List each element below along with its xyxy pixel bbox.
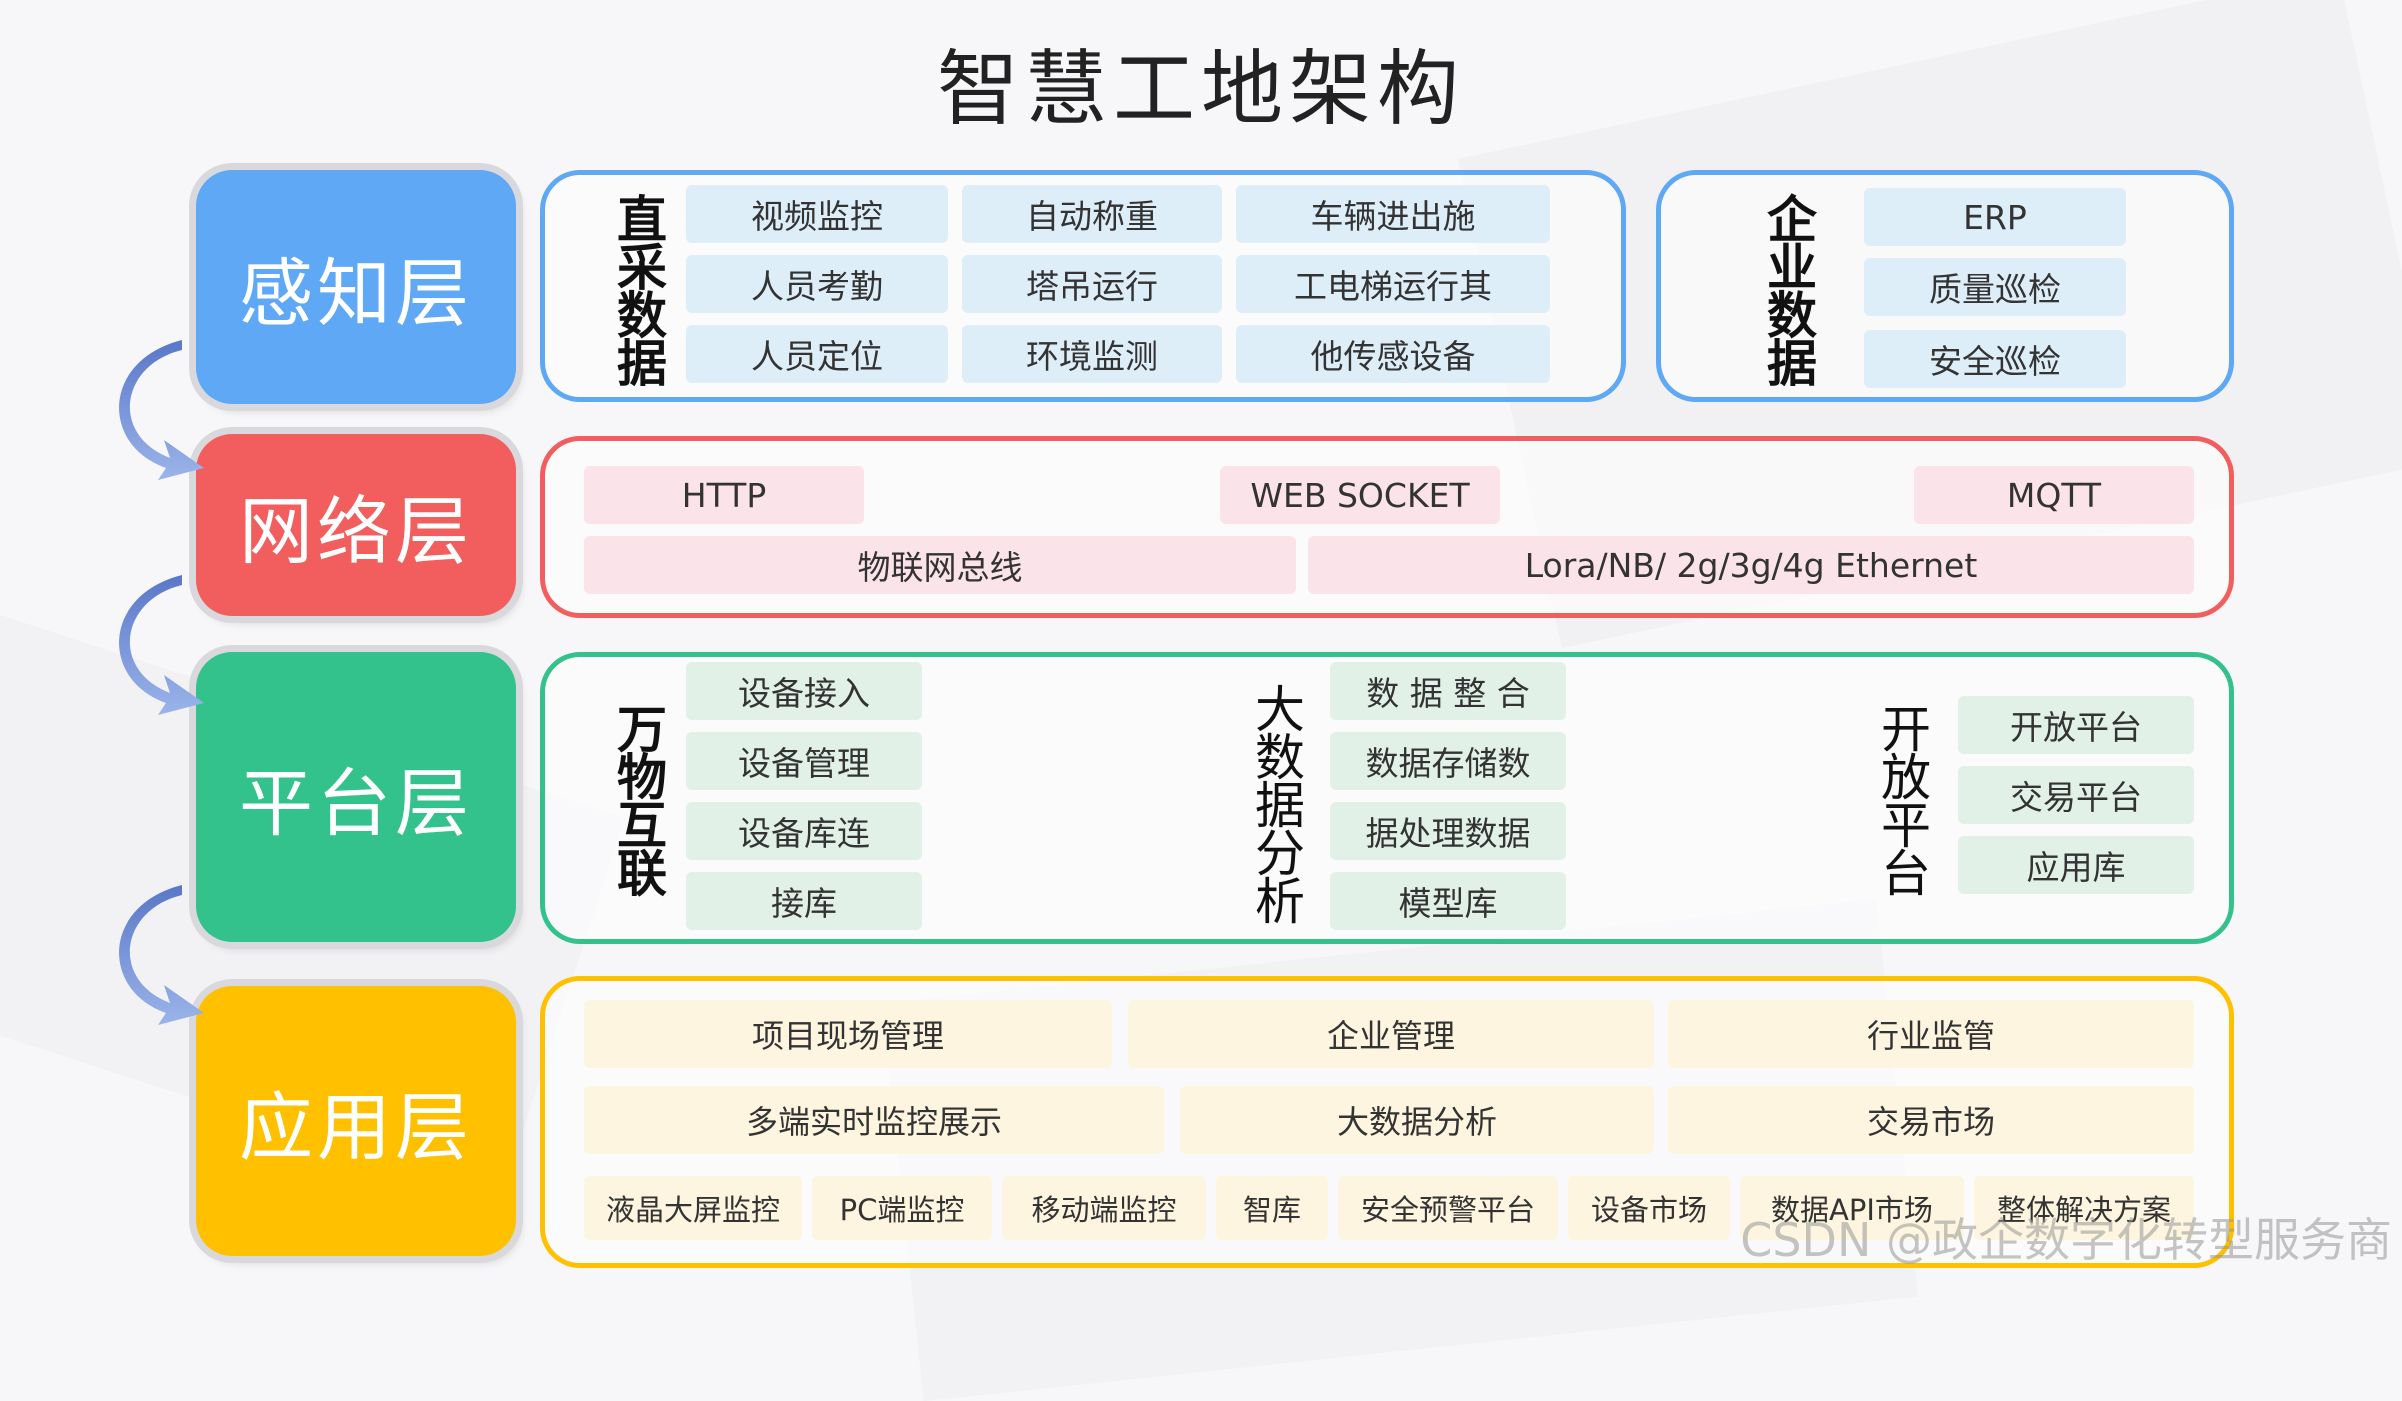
bigdata-item: 据处理数据 (1330, 802, 1566, 860)
perception-layer-badge: 感知层 (196, 170, 516, 404)
iot-item: 设备库连 (686, 802, 922, 860)
app-item: 大数据分析 (1180, 1086, 1654, 1154)
open-platform-label: 开放平台 (1881, 701, 1931, 903)
open-item: 交易平台 (1958, 766, 2194, 824)
curved-arrow-icon (119, 340, 204, 480)
direct-item: 视频监控 (686, 185, 948, 243)
bigdata-item: 模型库 (1330, 872, 1566, 930)
curved-arrow-icon (119, 885, 204, 1025)
app-item: PC端监控 (812, 1176, 992, 1240)
direct-item: 人员考勤 (686, 255, 948, 313)
app-item: 行业监管 (1668, 1000, 2194, 1068)
bigdata-item: 数 据 整 合 (1330, 662, 1566, 720)
app-item: 液晶大屏监控 (584, 1176, 802, 1240)
direct-data-label: 直采数据 (617, 190, 667, 393)
iot-label: 万物互联 (617, 700, 667, 903)
app-item: 多端实时监控展示 (584, 1086, 1164, 1154)
enterprise-item: ERP (1864, 188, 2126, 246)
app-item: 智库 (1216, 1176, 1328, 1240)
watermark: CSDN @政企数字化转型服务商 (1740, 1213, 2392, 1267)
direct-item: 人员定位 (686, 325, 948, 383)
direct-item: 他传感设备 (1236, 325, 1550, 383)
direct-item: 工电梯运行其 (1236, 255, 1550, 313)
direct-item: 塔吊运行 (962, 255, 1222, 313)
app-item: 移动端监控 (1002, 1176, 1206, 1240)
curved-arrow-icon (119, 575, 204, 715)
direct-item: 车辆进出施 (1236, 185, 1550, 243)
app-item: 安全预警平台 (1338, 1176, 1558, 1240)
app-item: 交易市场 (1668, 1086, 2194, 1154)
platform-layer-badge: 平台层 (196, 652, 516, 942)
iot-item: 设备接入 (686, 662, 922, 720)
app-item: 项目现场管理 (584, 1000, 1112, 1068)
open-item: 开放平台 (1958, 696, 2194, 754)
bigdata-item: 数据存储数 (1330, 732, 1566, 790)
iot-bus: 物联网总线 (584, 536, 1296, 594)
network-links: Lora/NB/ 2g/3g/4g Ethernet (1308, 536, 2194, 594)
page-title: 智慧工地架构 (936, 42, 1465, 137)
app-item: 数据API市场 (1740, 1176, 1964, 1240)
enterprise-item: 质量巡检 (1864, 258, 2126, 316)
iot-item: 设备管理 (686, 732, 922, 790)
enterprise-item: 安全巡检 (1864, 330, 2126, 388)
direct-item: 环境监测 (962, 325, 1222, 383)
protocol-websocket: WEB SOCKET (1220, 466, 1500, 524)
application-layer-badge: 应用层 (196, 986, 516, 1256)
enterprise-data-label: 企业数据 (1767, 190, 1817, 393)
open-item: 应用库 (1958, 836, 2194, 894)
protocol-http: HTTP (584, 466, 864, 524)
app-item: 整体解决方案 (1974, 1176, 2194, 1240)
network-layer-badge: 网络层 (196, 434, 516, 616)
bigdata-label: 大数据分析 (1255, 681, 1305, 931)
app-item: 企业管理 (1128, 1000, 1654, 1068)
protocol-mqtt: MQTT (1914, 466, 2194, 524)
direct-item: 自动称重 (962, 185, 1222, 243)
iot-item: 接库 (686, 872, 922, 930)
app-item: 设备市场 (1568, 1176, 1730, 1240)
